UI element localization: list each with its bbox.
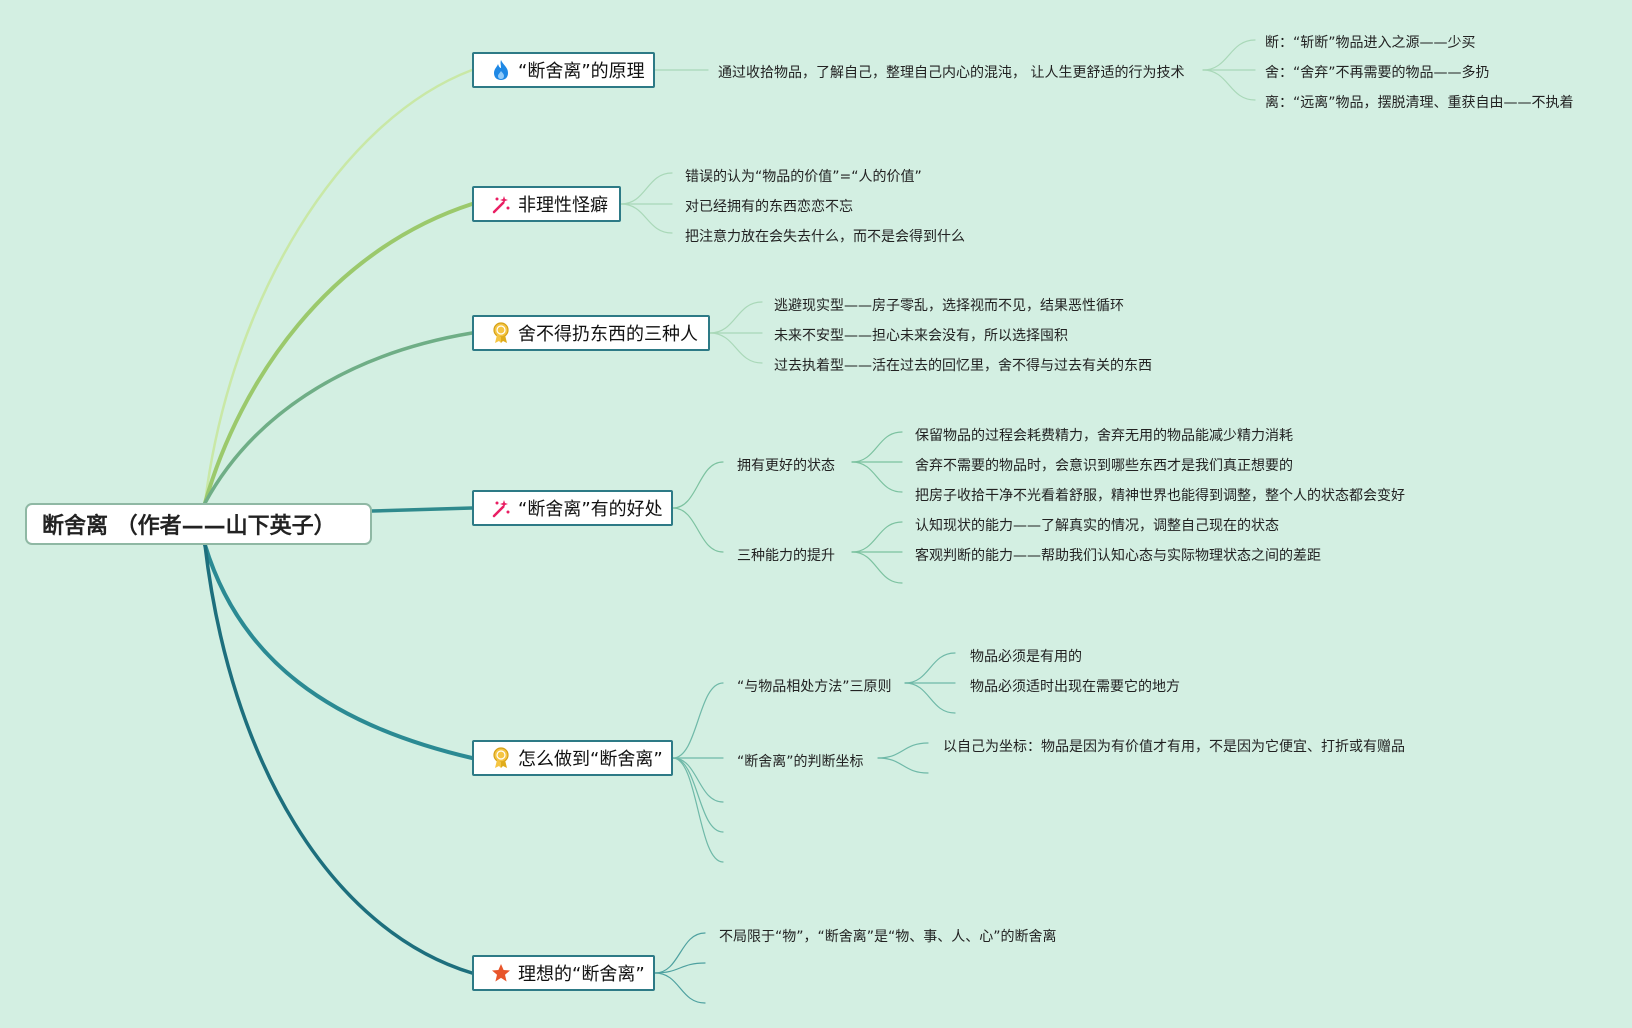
list-item: 对已经拥有的东西恋恋不忘 — [685, 199, 853, 215]
list-item: 离：“远离”物品，摆脱清理、重获自由——不执着 — [1265, 95, 1574, 111]
list-item: 物品必须是有用的 — [970, 649, 1082, 665]
root-branch-line — [203, 543, 474, 760]
connector-line — [877, 757, 929, 774]
list-item: 把注意力放在会失去什么，而不是会得到什么 — [685, 229, 965, 245]
award-icon — [490, 322, 512, 344]
branch-irrational-habits[interactable]: 非理性怪癖 — [472, 186, 621, 222]
connector-line — [620, 203, 673, 234]
list-item: 舍：“舍弃”不再需要的物品——多扔 — [1265, 65, 1490, 81]
connector-line — [709, 332, 763, 364]
root-branch-line — [203, 543, 474, 975]
connector-line — [672, 682, 724, 759]
connector-line — [851, 551, 903, 584]
connector-line — [1202, 39, 1256, 71]
connector-line — [672, 757, 724, 803]
branch-principle[interactable]: “断舍离”的原理 — [472, 52, 655, 88]
connector-line — [672, 757, 724, 833]
connector-line — [654, 932, 706, 974]
connector-line — [904, 652, 956, 684]
connector-line — [851, 521, 903, 553]
list-item: 过去执着型——活在过去的回忆里，舍不得与过去有关的东西 — [774, 358, 1152, 374]
group-label: 拥有更好的状态 — [737, 458, 835, 474]
root-label: 断舍离 （作者——山下英子） — [42, 514, 336, 539]
branch-label: 舍不得扔东西的三种人 — [518, 324, 698, 345]
connector-line — [654, 962, 706, 974]
root-branch-line — [203, 202, 474, 505]
list-item: 断：“斩断”物品进入之源——少买 — [1265, 35, 1476, 51]
connector-line — [654, 972, 706, 1004]
branch-three-types[interactable]: 舍不得扔东西的三种人 — [472, 315, 710, 351]
list-item: 保留物品的过程会耗费精力，舍弃无用的物品能减少精力消耗 — [915, 428, 1293, 444]
connector-line — [1202, 69, 1256, 101]
connector-line — [672, 507, 724, 553]
list-item: 未来不安型——担心未来会没有，所以选择囤积 — [774, 328, 1068, 344]
branch-label: 非理性怪癖 — [518, 195, 608, 216]
list-item: 认知现状的能力——了解真实的情况，调整自己现在的状态 — [915, 518, 1279, 534]
connector-line — [620, 172, 673, 205]
list-item: 把房子收拾干净不光看着舒服，精神世界也能得到调整，整个人的状态都会变好 — [915, 488, 1405, 504]
connector-line — [851, 431, 903, 463]
star-icon — [490, 962, 512, 984]
branch-label: 怎么做到“断舍离” — [518, 749, 663, 770]
group-label: “断舍离”的判断坐标 — [737, 754, 864, 770]
group-label: “与物品相处方法”三原则 — [737, 679, 892, 695]
principle-summary: 通过收拾物品，了解自己，整理自己内心的混沌， 让人生更舒适的行为技术 — [718, 65, 1185, 81]
connector-line — [877, 742, 929, 759]
branch-benefits[interactable]: “断舍离”有的好处 — [472, 490, 673, 526]
root-node[interactable]: 断舍离 （作者——山下英子） — [25, 503, 372, 545]
list-item: 客观判断的能力——帮助我们认知心态与实际物理状态之间的差距 — [915, 548, 1321, 564]
connector-line — [851, 461, 903, 493]
list-item: 物品必须适时出现在需要它的地方 — [970, 679, 1180, 695]
list-item: 舍弃不需要的物品时，会意识到哪些东西才是我们真正想要的 — [915, 458, 1293, 474]
fire-icon — [490, 59, 512, 81]
connector-line — [709, 301, 763, 334]
list-item: 以自己为坐标：物品是因为有价值才有用，不是因为它便宜、打折或有赠品 — [943, 739, 1405, 755]
connector-line — [672, 757, 724, 863]
branch-label: “断舍离”有的好处 — [518, 499, 663, 520]
list-item: 逃避现实型——房子零乱，选择视而不见，结果恶性循环 — [774, 298, 1124, 314]
root-branch-line — [203, 68, 474, 505]
group-label: 三种能力的提升 — [737, 548, 835, 564]
connector-line — [672, 461, 724, 509]
branch-how-to[interactable]: 怎么做到“断舍离” — [472, 740, 673, 776]
sparkle-icon — [490, 193, 512, 215]
branch-label: 理想的“断舍离” — [518, 964, 645, 985]
branch-label: “断舍离”的原理 — [518, 61, 645, 82]
root-branch-line — [370, 506, 474, 513]
list-item: 不局限于“物”，“断舍离”是“物、事、人、心”的断舍离 — [719, 929, 1057, 945]
award-icon — [490, 747, 512, 769]
branch-ideal[interactable]: 理想的“断舍离” — [472, 955, 655, 991]
list-item: 错误的认为“物品的价值”=“人的价值” — [685, 169, 922, 185]
connector-line — [904, 682, 956, 714]
root-branch-line — [203, 331, 474, 505]
sparkle-icon — [490, 497, 512, 519]
